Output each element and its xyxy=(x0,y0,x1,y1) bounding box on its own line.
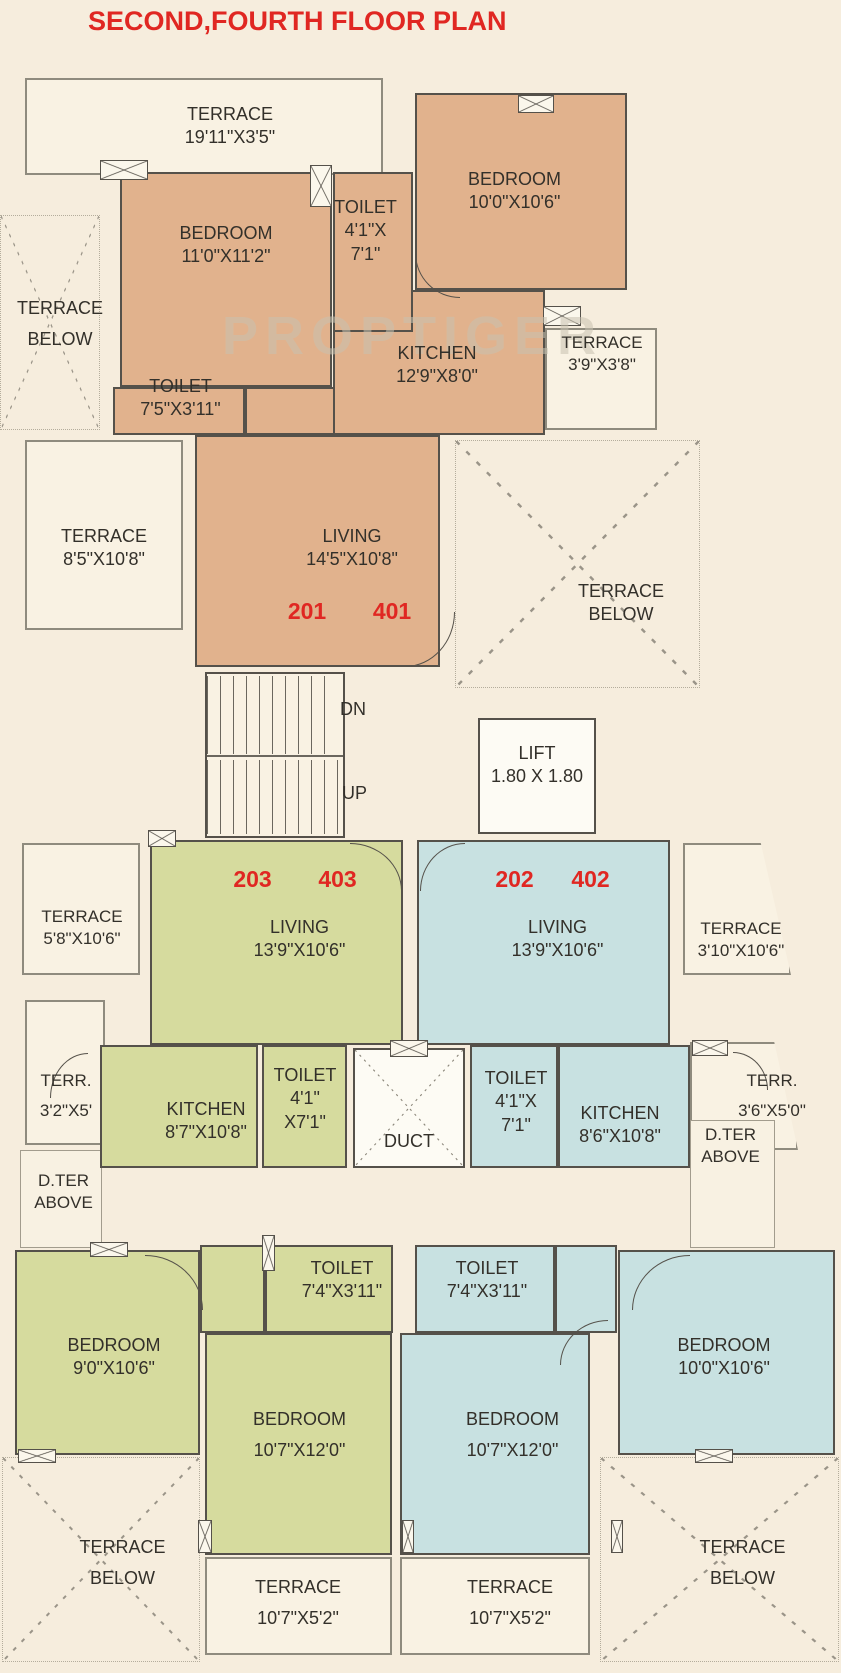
room-dter-above-right xyxy=(690,1120,775,1248)
room-living-a xyxy=(195,435,440,667)
stair-flight-upper xyxy=(207,676,331,754)
window-marker xyxy=(692,1040,728,1056)
window-marker xyxy=(402,1520,414,1553)
unit-number-402: 402 xyxy=(571,866,610,892)
window-marker xyxy=(198,1520,212,1553)
label-stair-dn: DN xyxy=(340,699,366,719)
room-dter-above-left xyxy=(20,1150,102,1248)
terrace-below-top-left xyxy=(0,215,100,430)
room-terrace-bottom-left xyxy=(205,1557,392,1655)
window-marker xyxy=(518,95,554,113)
window-marker xyxy=(148,830,176,847)
label-terr-3-6: TERR.3'6"X5'0" xyxy=(738,1071,806,1121)
window-marker xyxy=(390,1040,428,1057)
label-stair-up: UP xyxy=(342,783,368,803)
room-toilet-b1 xyxy=(470,1045,558,1168)
room-toilet-c2 xyxy=(265,1245,393,1333)
terrace-below-mid-right xyxy=(455,440,700,688)
room-kitchen-b xyxy=(558,1045,690,1168)
room-terrace-top xyxy=(25,78,383,175)
room-terrace-3-9 xyxy=(545,328,657,430)
window-marker xyxy=(262,1235,275,1271)
unit-number-203: 203 xyxy=(233,866,272,892)
window-marker xyxy=(18,1449,56,1463)
unit-number-401: 401 xyxy=(372,598,412,624)
page-title: SECOND,FOURTH FLOOR PLAN xyxy=(88,6,507,36)
room-toilet-b2 xyxy=(415,1245,555,1333)
room-bedroom-a1 xyxy=(120,172,332,387)
label-terr-3-2: TERR.3'2"X5' xyxy=(39,1071,93,1121)
room-toilet-c1 xyxy=(262,1045,347,1168)
lift-shaft xyxy=(478,718,596,834)
window-marker xyxy=(310,165,332,207)
unit-number-403: 403 xyxy=(318,866,357,892)
window-marker xyxy=(90,1242,128,1257)
room-passage-c xyxy=(200,1245,265,1333)
label-duct: DUCT xyxy=(384,1131,434,1151)
room-terrace-bottom-right xyxy=(400,1557,590,1655)
stair-landing-line xyxy=(207,755,343,757)
room-toilet-a2 xyxy=(113,387,245,435)
room-bedroom-b2 xyxy=(400,1333,590,1555)
window-marker xyxy=(611,1520,623,1553)
room-terrace-5-8 xyxy=(22,843,140,975)
room-passage-a xyxy=(245,387,335,435)
stair-flight-lower xyxy=(207,760,343,834)
unit-number-202: 202 xyxy=(495,866,534,892)
room-kitchen-c xyxy=(100,1045,258,1168)
room-bedroom-c2 xyxy=(205,1333,392,1555)
window-marker xyxy=(100,160,148,180)
room-toilet-a1 xyxy=(333,172,413,332)
room-terrace-8-5 xyxy=(25,440,183,630)
terrace-below-bottom-left xyxy=(2,1457,200,1662)
window-marker xyxy=(695,1449,733,1463)
window-marker xyxy=(543,306,581,326)
unit-number-201: 201 xyxy=(287,598,327,624)
watermark: PROPTIGER xyxy=(222,306,604,366)
